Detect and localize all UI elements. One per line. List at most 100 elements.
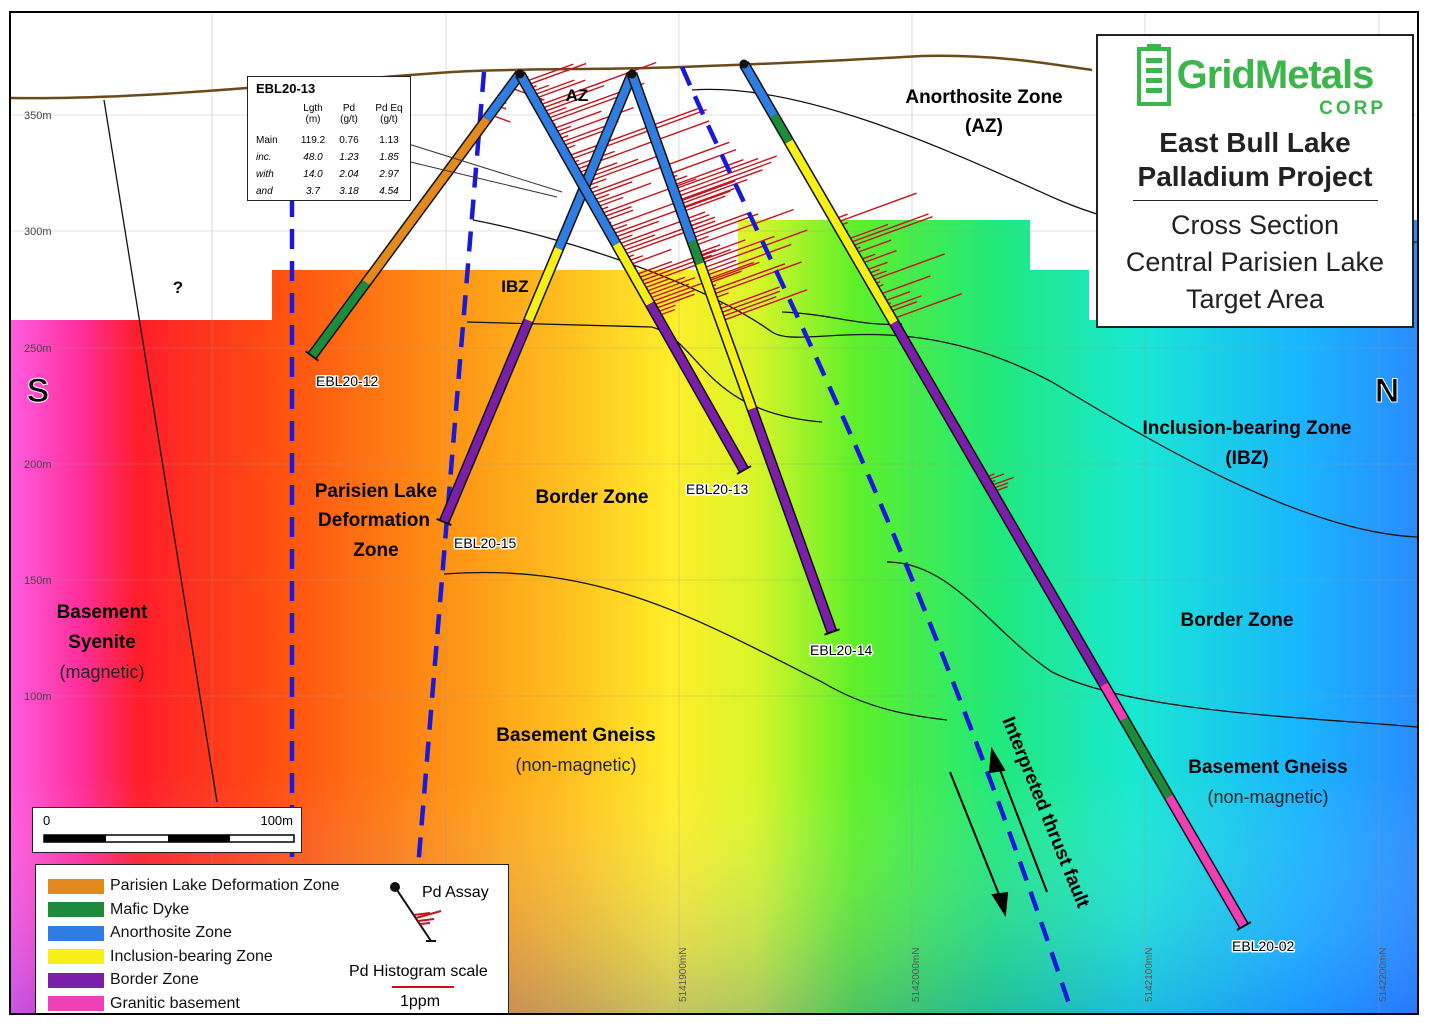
drill-hole-interval — [785, 139, 898, 325]
pd-assay-label: Pd Assay — [422, 884, 489, 901]
elevation-label: 100m — [24, 691, 52, 703]
assay-bar — [566, 108, 699, 158]
callout-leaders — [401, 141, 563, 198]
assay-bar — [720, 289, 808, 322]
assay-bar — [643, 276, 686, 294]
logo-wordmark: GridMetals — [1176, 53, 1375, 97]
hole-label: EBL20-13 — [686, 481, 748, 497]
hole-end-tick — [1236, 921, 1252, 931]
assay-bar — [679, 187, 735, 209]
northing-label: 5142200mN — [1378, 948, 1389, 1002]
elevation-label: 200m — [24, 459, 52, 471]
assay-bar — [524, 63, 574, 83]
map-canvas: 350m 300m 250m 200m 150m 100m 5141900mN … — [11, 13, 1417, 1013]
intercept-hole-id: EBL20-13 — [256, 81, 316, 96]
fault-arrows — [949, 746, 1048, 918]
drill-hole-interval — [646, 301, 748, 472]
legend-item: Mafic Dyke — [48, 901, 189, 919]
assay-bar — [693, 208, 794, 247]
northing-label: 5141900mN — [678, 948, 689, 1002]
project-title-2: Palladium Project — [1137, 161, 1373, 192]
elevation-axis: 350m 300m 250m 200m 150m 100m — [24, 110, 52, 703]
assay-bar — [639, 235, 775, 287]
assay-bar — [560, 128, 610, 148]
drill-hole-interval — [1165, 794, 1248, 929]
logo-subtext: CORP — [1319, 98, 1386, 119]
cell-pd: 3.18 — [339, 186, 359, 197]
assay-bar — [593, 182, 652, 205]
label-anorthosite-zone-abbr: (AZ) — [965, 116, 1003, 137]
company-logo: GridMetals — [1098, 44, 1412, 106]
label-border-zone: Border Zone — [536, 487, 649, 508]
assay-bar — [568, 108, 707, 161]
legend-swatch — [48, 902, 104, 917]
assay-bar — [849, 216, 933, 248]
assay-bar — [859, 249, 897, 265]
row-label: inc. — [256, 152, 272, 163]
assay-bar — [698, 248, 731, 262]
histogram-scale-label: Pd Histogram scale — [349, 963, 488, 980]
collar-marker — [739, 59, 749, 69]
elevation-label: 300m — [24, 226, 52, 238]
assay-bar — [537, 61, 657, 107]
title-divider — [1132, 200, 1378, 201]
assay-bar — [616, 219, 684, 246]
col-header-pdeq: Pd Eq(g/t) — [375, 103, 403, 125]
assay-bar — [697, 239, 746, 258]
collar-marker — [515, 69, 525, 79]
label-basement-syenite-1: Basement — [57, 602, 148, 623]
direction-south: S — [27, 372, 50, 410]
legend-item: Parisien Lake Deformation Zone — [48, 877, 339, 895]
assay-bar — [627, 248, 672, 266]
label-inclusion-bearing-zone: Inclusion-bearing Zone — [1142, 418, 1351, 439]
row-label: with — [256, 169, 274, 180]
legend-swatch — [48, 878, 104, 894]
subtitle-2: Central Parisien Lake — [1125, 247, 1385, 277]
elevation-label: 250m — [24, 343, 52, 355]
label-border-zone-right: Border Zone — [1181, 610, 1294, 631]
assay-bar — [701, 229, 808, 270]
drill-holes — [304, 59, 1252, 931]
assay-bar — [526, 62, 587, 86]
title-box: GridMetals CORP East Bull Lake Palladium… — [1096, 34, 1414, 328]
assay-bar — [869, 253, 945, 282]
assay-bar — [716, 286, 780, 311]
cross-section-map: 350m 300m 250m 200m 150m 100m 5141900mN … — [9, 11, 1419, 1015]
cell-length: 14.0 — [303, 169, 323, 180]
label-az: AZ — [566, 86, 589, 105]
histogram-scale-value: 1ppm — [400, 993, 441, 1010]
assay-bar — [681, 195, 726, 213]
northing-label: 5142000mN — [911, 948, 922, 1002]
assay-bar — [531, 79, 575, 97]
direction-north: N — [1375, 372, 1400, 410]
legend-item: Granitic basement — [48, 995, 240, 1013]
legend-label: Border Zone — [110, 971, 199, 988]
hole-label: EBL20-02 — [1232, 938, 1294, 954]
drill-hole-interval — [740, 61, 778, 118]
cell-pdeq: 4.54 — [379, 186, 399, 197]
assay-bar — [705, 261, 754, 281]
label-anorthosite-zone: Anorthosite Zone — [905, 87, 1062, 108]
drill-hole-interval — [890, 320, 1108, 687]
histogram-scale-bar — [392, 986, 454, 988]
label-parisien-3: Zone — [353, 540, 398, 561]
assay-bar — [675, 161, 772, 198]
drill-hole-interval — [362, 116, 490, 286]
legend-item: Border Zone — [48, 971, 199, 989]
assay-bar — [533, 79, 586, 100]
assay-bar — [650, 289, 695, 307]
assay-bar — [835, 192, 917, 224]
assay-bar — [702, 259, 737, 274]
assay-bar — [599, 178, 697, 215]
assay-bar — [717, 290, 781, 315]
hole-label: EBL20-14 — [810, 642, 872, 658]
hole-end-tick — [736, 465, 752, 475]
legend-item: Inclusion-bearing Zone — [48, 948, 273, 966]
col-header-pd: Pd(g/t) — [340, 103, 358, 125]
northing-label: 5142100mN — [1144, 948, 1155, 1002]
cell-length: 3.7 — [306, 186, 320, 197]
label-basement-syenite-3: (magnetic) — [59, 662, 144, 682]
hole-end-tick — [304, 350, 320, 362]
assay-bar — [612, 220, 659, 239]
